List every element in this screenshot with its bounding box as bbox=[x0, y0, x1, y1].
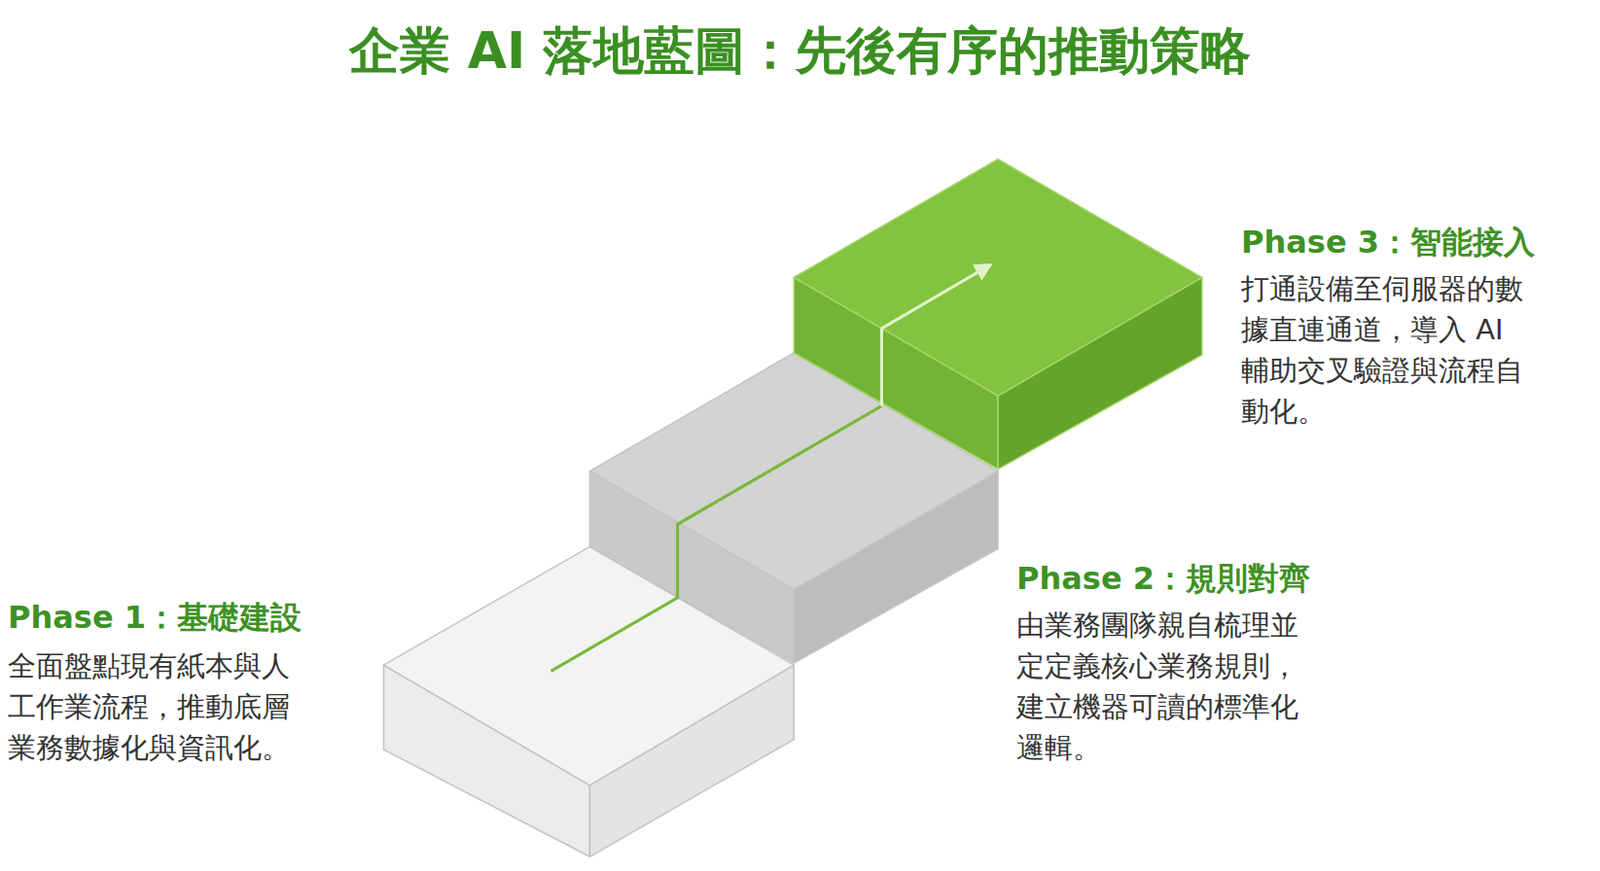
diagram-title: 企業 AI 落地藍圖：先後有序的推動策略 bbox=[0, 17, 1600, 86]
phase-description: 由業務團隊親自梳理並 定定義核心業務規則， 建立機器可讀的標準化 邏輯。 bbox=[1016, 604, 1308, 769]
phase-heading: Phase 1：基礎建設 bbox=[7, 597, 302, 640]
phase-heading: Phase 2：規則對齊 bbox=[1016, 558, 1311, 602]
phase-description: 全面盤點現有紙本與人 工作業流程，推動底層 業務數據化與資訊化。 bbox=[7, 645, 299, 769]
phase-heading: Phase 3：智能接入 bbox=[1241, 221, 1535, 265]
phase-description: 打通設備至伺服器的數 據直連通道，導入 AI 輔助交叉驗證與流程自 動化。 bbox=[1241, 268, 1532, 432]
